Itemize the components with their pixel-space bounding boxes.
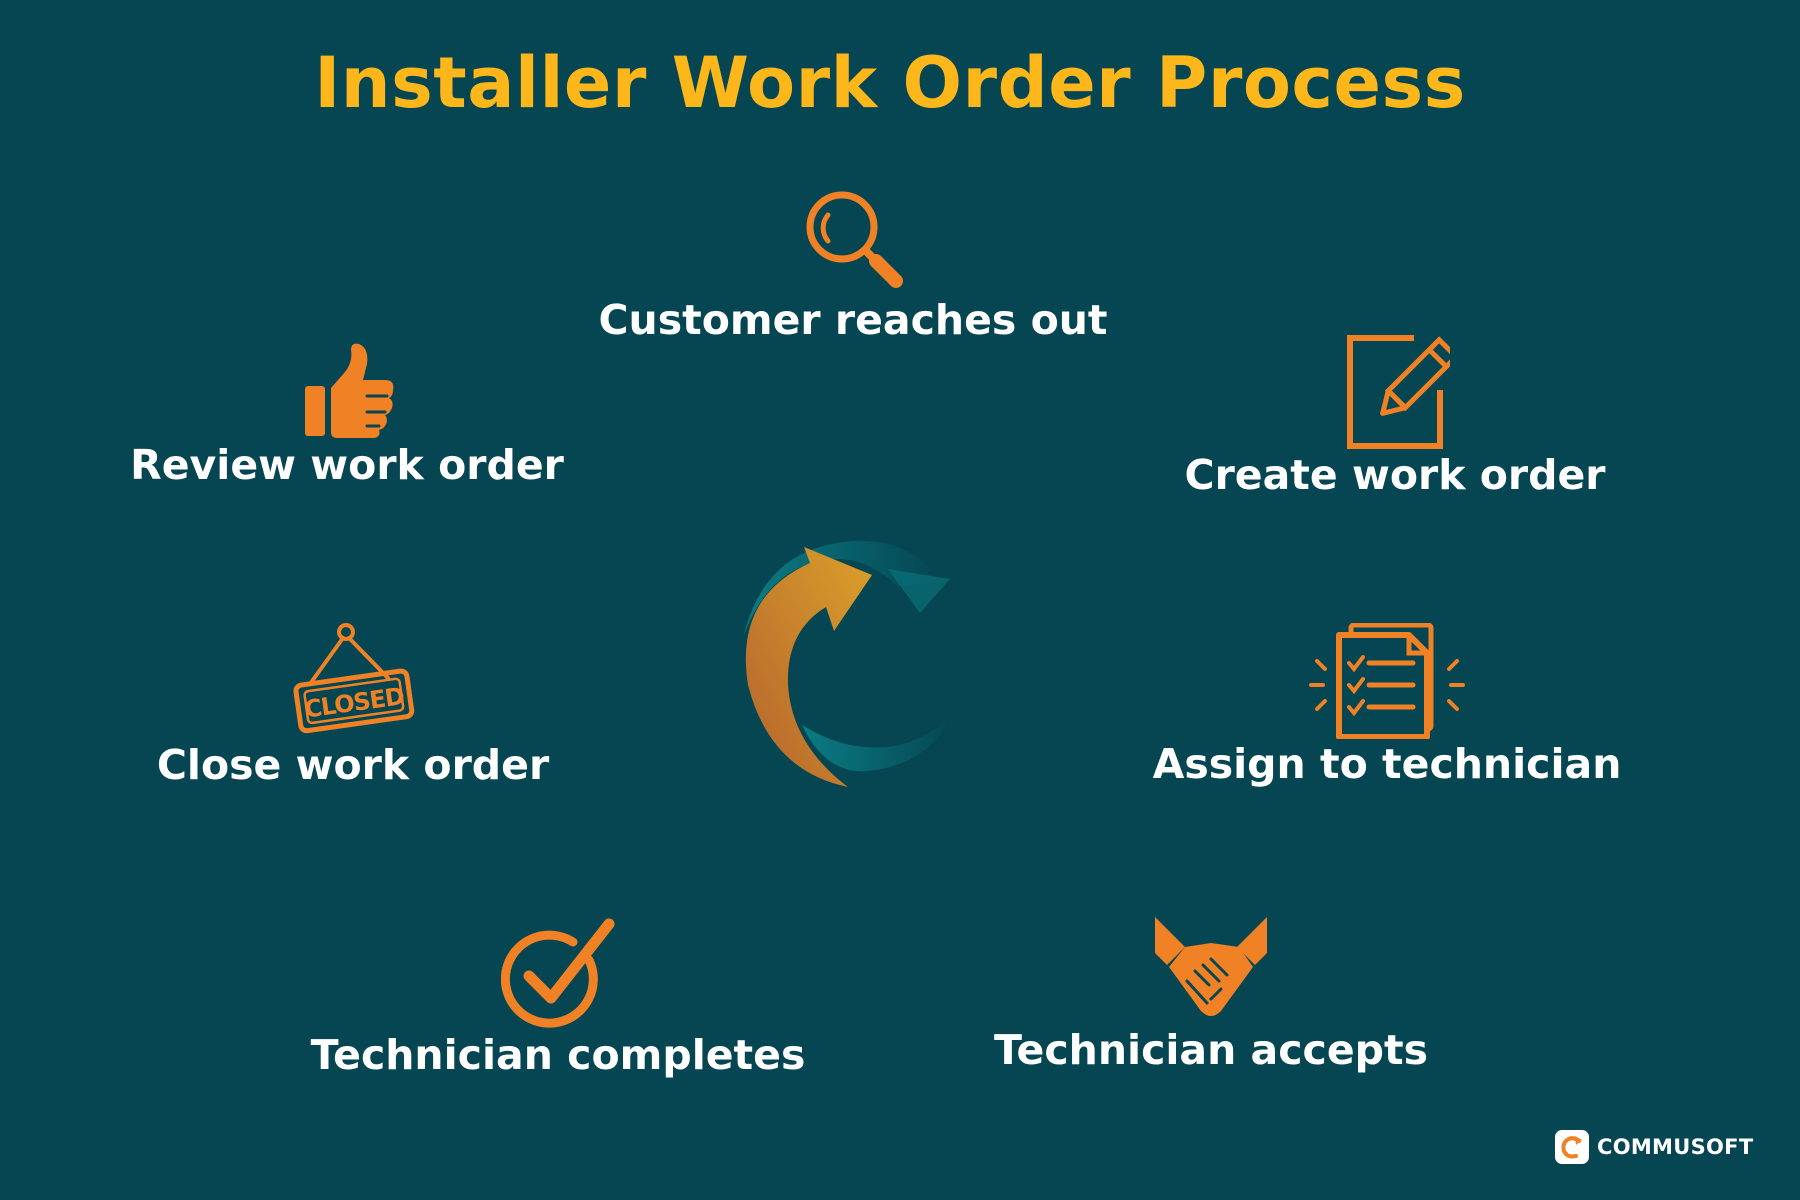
step-label: Create work order: [1184, 451, 1606, 499]
brand: COMMUSOFT: [1555, 1130, 1753, 1164]
thumbs-up-icon: [305, 343, 394, 438]
step-technician-completes: Technician completes: [208, 918, 908, 1080]
step-label: Customer reaches out: [598, 296, 1108, 344]
step-customer-reaches-out: Customer reaches out: [503, 185, 1203, 345]
step-label: Assign to technician: [1152, 740, 1622, 788]
closed-sign-icon: CLOSED: [293, 623, 415, 734]
step-assign-to-technician: Assign to technician: [1037, 623, 1737, 789]
step-create-work-order: Create work order: [1045, 332, 1745, 500]
step-label: Technician completes: [310, 1031, 806, 1079]
step-close-work-order: CLOSED Close work order: [3, 622, 703, 790]
commusoft-logo-icon: [1555, 1130, 1589, 1164]
document-pencil-icon: [1347, 335, 1450, 449]
step-label: Technician accepts: [994, 1026, 1428, 1074]
checklist-icon: [1309, 623, 1465, 739]
handshake-icon: [1155, 917, 1267, 1016]
cycle-arrows-icon: [744, 540, 954, 787]
step-label: Close work order: [156, 741, 550, 789]
step-review-work-order: Review work order: [0, 342, 697, 490]
diagram-title: Installer Work Order Process: [314, 42, 1466, 124]
step-label: Review work order: [130, 441, 564, 489]
brand-name: COMMUSOFT: [1597, 1135, 1754, 1159]
step-technician-accepts: Technician accepts: [861, 915, 1561, 1075]
magnifier-icon: [806, 191, 903, 288]
circle-check-icon: [501, 918, 615, 1028]
